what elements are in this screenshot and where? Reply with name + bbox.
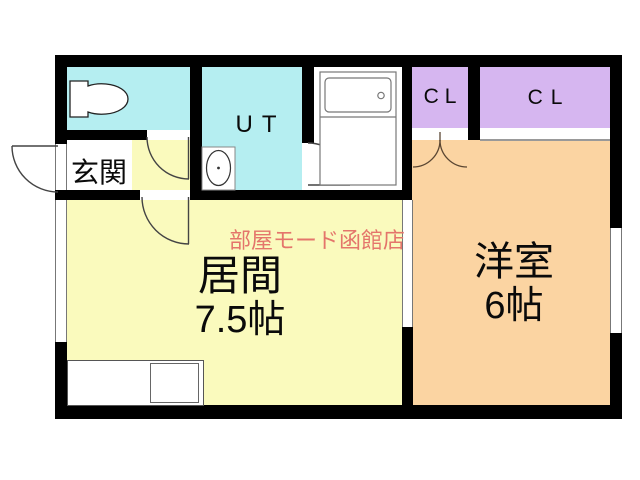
room-closet-right: [480, 67, 610, 128]
wall-right-lower: [610, 333, 622, 419]
sliding-door-living-western: [402, 200, 413, 327]
western-room-label: 洋室 6帖: [429, 240, 599, 327]
wall-right-upper: [610, 55, 622, 228]
wall-bottom: [55, 405, 622, 419]
western-room-name: 洋室: [474, 240, 554, 284]
living-room-size: 7.5帖: [194, 299, 286, 342]
wall-between-closets: [468, 67, 480, 140]
wall-left-upper: [55, 55, 67, 144]
wall-toilet-bottom: [67, 130, 147, 140]
shop-watermark: 部屋モード函館店: [229, 228, 406, 253]
wall-living-western: [402, 327, 413, 405]
closet-left-door-strip: [412, 128, 468, 140]
window-left: [55, 200, 67, 342]
wall-entrance-bottom: [55, 190, 140, 200]
wall-toilet-utility: [190, 67, 202, 200]
closet-left-label: CL: [423, 85, 463, 108]
kitchen-sink-fixture: [150, 363, 199, 403]
room-entrance: [67, 140, 132, 190]
room-western: [412, 140, 610, 405]
closet-right-sliding-door: [480, 128, 610, 141]
room-hallway: [132, 140, 190, 190]
wall-bath-closet: [402, 67, 412, 190]
wall-utility-bath: [302, 67, 314, 143]
western-room-size: 6帖: [484, 284, 544, 327]
utility-label: UT: [235, 111, 286, 138]
entrance-door-arc: [11, 145, 59, 193]
closet-right-label: CL: [527, 86, 571, 109]
wall-left-lower: [55, 342, 67, 419]
entrance-label: 玄関: [70, 157, 127, 188]
room-bathroom: [314, 67, 402, 190]
room-closet-left: [412, 67, 468, 128]
window-right: [610, 228, 622, 333]
wall-top: [55, 55, 622, 67]
living-room-label: 居間 7.5帖: [140, 252, 340, 342]
wall-utility-bath-bottom: [190, 190, 412, 200]
room-toilet: [67, 67, 190, 130]
living-room-name: 居間: [197, 252, 282, 299]
